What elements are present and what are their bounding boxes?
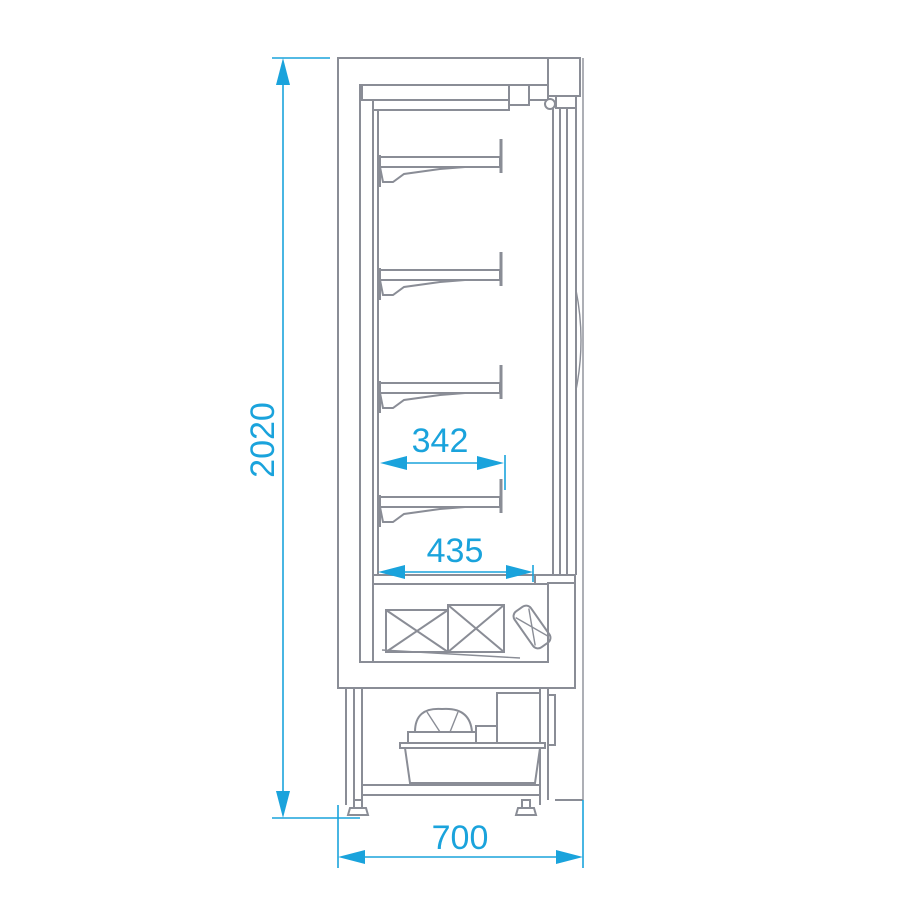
height-dimension: 2020 — [244, 57, 360, 819]
depth-dimension: 700 — [337, 800, 584, 868]
fan-icon — [512, 604, 552, 650]
back-panel — [372, 100, 379, 655]
shelf — [379, 139, 503, 187]
shelves — [379, 139, 503, 527]
shelf-depth-label: 342 — [412, 422, 469, 460]
shelf-depth-dimension: 342 — [380, 422, 506, 490]
compressor-icon — [407, 707, 477, 744]
shelf — [379, 252, 503, 300]
depth-label: 700 — [432, 819, 489, 857]
evaporator-coil — [385, 604, 505, 653]
machine-compartment — [345, 688, 583, 816]
top-duct — [361, 57, 581, 111]
base-depth-label: 435 — [427, 532, 484, 570]
evaporator-section — [372, 574, 576, 663]
feet — [346, 799, 538, 816]
base-depth-dimension: 435 — [378, 532, 534, 582]
shelf — [379, 479, 503, 527]
front-door-frame — [552, 58, 584, 800]
condensate-tray — [399, 742, 546, 784]
height-label: 2020 — [244, 402, 282, 478]
shelf — [379, 365, 503, 413]
